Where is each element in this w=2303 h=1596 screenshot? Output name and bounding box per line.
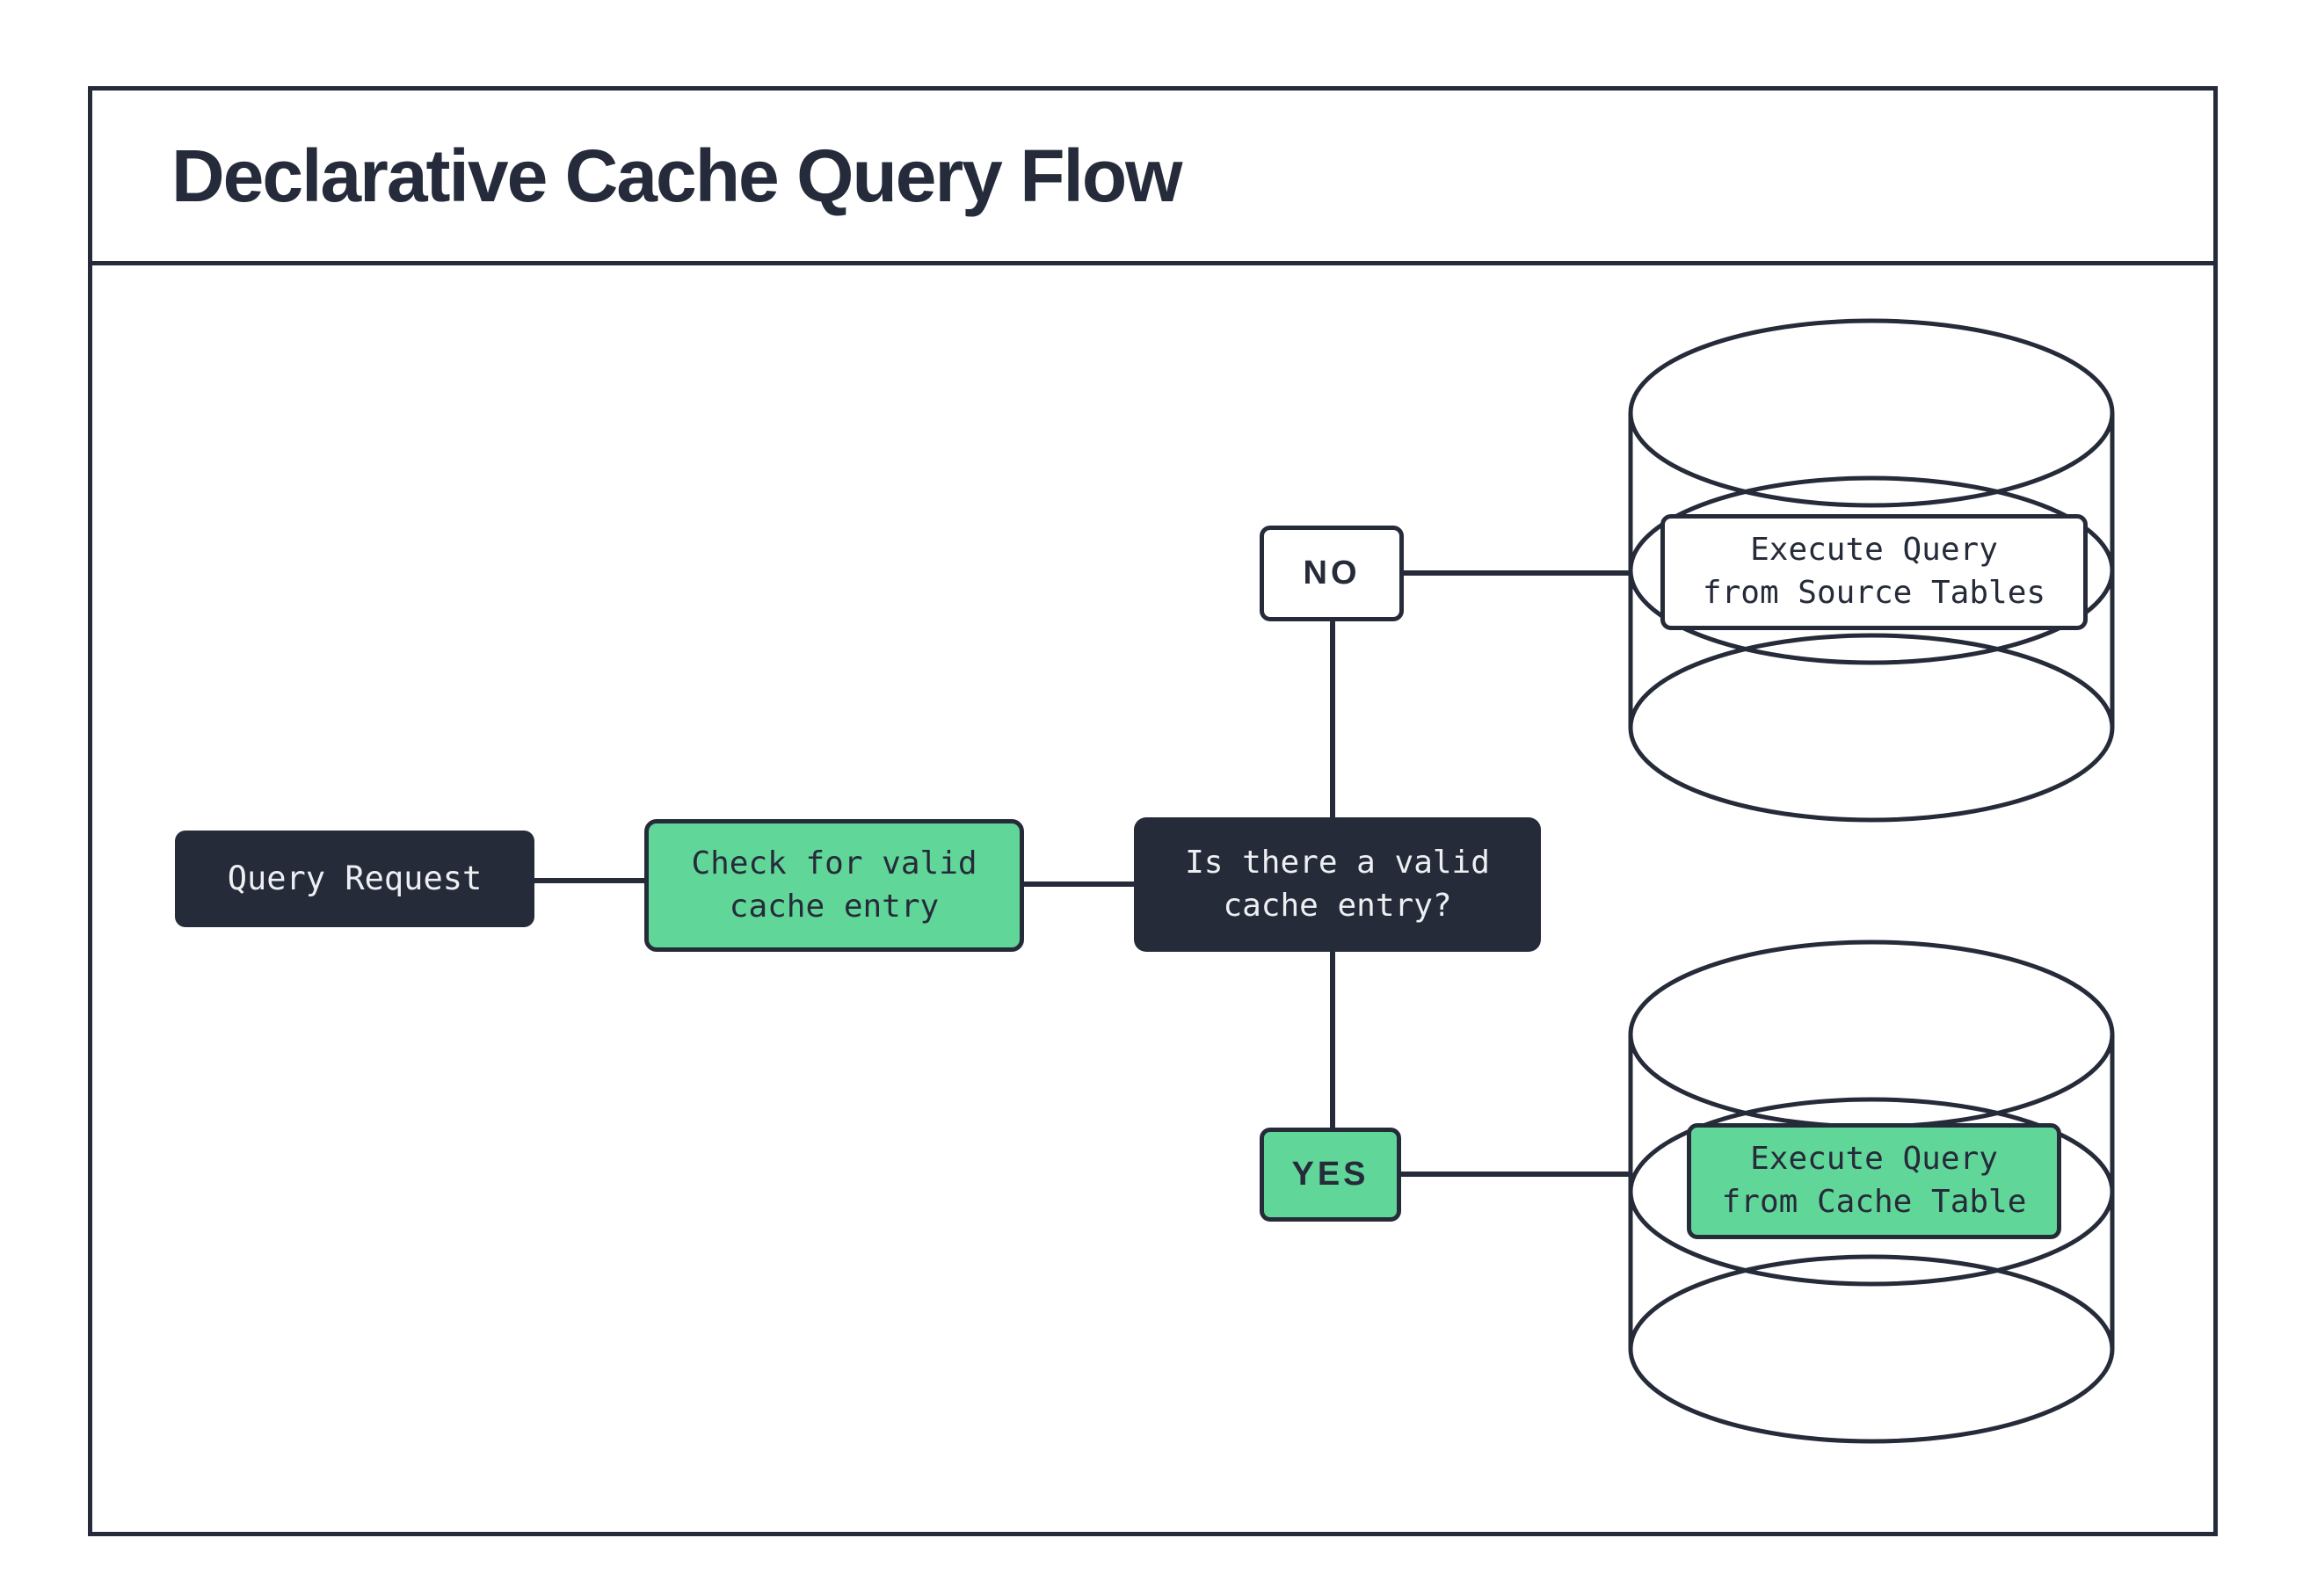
diagram-title-bar: Declarative Cache Query Flow xyxy=(88,86,2218,265)
node-execute-query-cache: Execute Query from Cache Table xyxy=(1687,1123,2061,1239)
node-execute-query-source-label: Execute Query from Source Tables xyxy=(1702,532,2046,611)
node-execute-query-source: Execute Query from Source Tables xyxy=(1660,514,2088,630)
node-no-branch: NO xyxy=(1260,526,1404,621)
node-yes-branch-label: YES xyxy=(1291,1155,1369,1193)
node-execute-query-cache-label: Execute Query from Cache Table xyxy=(1721,1141,2027,1220)
connector-lines xyxy=(534,570,1631,1177)
node-query-request-label: Query Request xyxy=(227,860,483,898)
node-query-request: Query Request xyxy=(175,831,534,927)
node-check-cache-entry-label: Check for valid cache entry xyxy=(691,845,977,925)
node-yes-branch: YES xyxy=(1260,1128,1401,1222)
node-decision-valid-cache-label: Is there a valid cache entry? xyxy=(1185,844,1490,924)
node-decision-valid-cache: Is there a valid cache entry? xyxy=(1134,817,1541,952)
page-title: Declarative Cache Query Flow xyxy=(171,134,1183,217)
node-check-cache-entry: Check for valid cache entry xyxy=(644,819,1024,952)
node-no-branch-label: NO xyxy=(1303,554,1361,591)
